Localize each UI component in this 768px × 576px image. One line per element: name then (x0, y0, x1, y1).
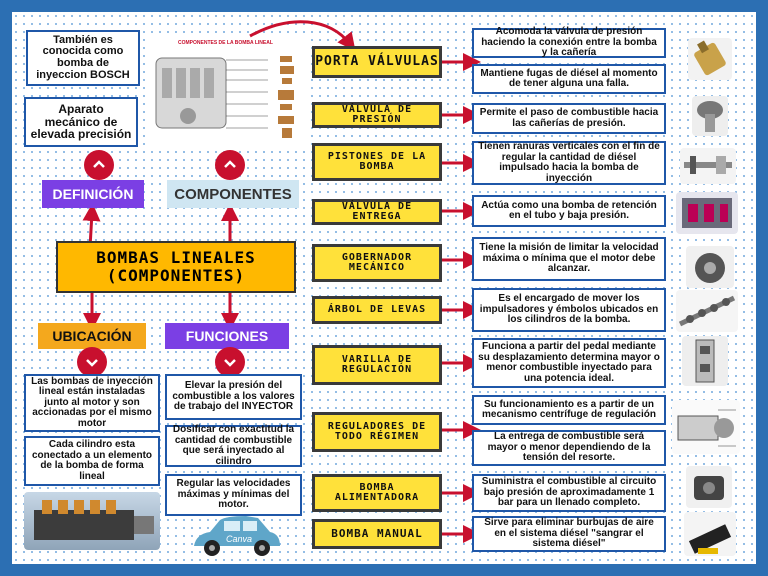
component-bomba-alimentadora[interactable]: BOMBA ALIMENTADORA (312, 474, 442, 512)
component-gobernador[interactable]: GOBERNADOR MECÁNICO (312, 244, 442, 282)
funciones-tag: FUNCIONES (165, 323, 289, 349)
funcion-box-1: Elevar la presión del combustible a los … (165, 374, 302, 420)
expand-up-icon[interactable] (215, 150, 245, 180)
aka-text: También es conocida como bomba de inyecc… (36, 33, 130, 81)
description-box: Permite el paso de combustible hacia las… (472, 103, 666, 134)
definicion-tag: DEFINICIÓN (42, 180, 144, 208)
description-box: Actúa como una bomba de retención en el … (472, 195, 666, 227)
aka-box: También es conocida como bomba de inyecc… (26, 30, 140, 86)
reguladores-photo (672, 400, 740, 454)
description-box: Acomoda la válvula de presión haciendo l… (472, 26, 666, 59)
description-text: Actúa como una bomba de retención en el … (481, 199, 657, 221)
car-watermark: Canva (226, 534, 253, 544)
description-text: Es el encargado de mover los impulsadore… (479, 293, 659, 326)
ubicacion-box-1: Las bombas de inyección lineal están ins… (24, 374, 160, 432)
description-text: Su funcionamiento es a partir de un meca… (482, 398, 656, 420)
description-box: La entrega de combustible será mayor o m… (472, 430, 666, 466)
component-valvula-entrega[interactable]: VÁLVULA DE ENTREGA (312, 199, 442, 225)
definition-box: Aparato mecánico de elevada precisión (24, 97, 138, 147)
bomba-alimentadora-photo (686, 466, 732, 508)
diagram-caption: COMPONENTES DE LA BOMBA LINEAL (178, 40, 273, 46)
definition-text: Aparato mecánico de elevada precisión (30, 102, 132, 142)
description-text: Suministra el combustible al circuito ba… (481, 476, 657, 509)
pump-drawing (155, 56, 294, 138)
funcion-text: Dosificar con exactitud la cantidad de c… (172, 424, 295, 467)
funcion-box-2: Dosificar con exactitud la cantidad de c… (165, 424, 302, 467)
description-box: Tienen ranuras verticales con el fin de … (472, 141, 666, 185)
gobernador-photo (686, 246, 734, 288)
description-box: Es el encargado de mover los impulsadore… (472, 288, 666, 332)
component-porta-valvulas[interactable]: PORTA VÁLVULAS (312, 46, 442, 78)
funcion-text: Elevar la presión del combustible a los … (172, 380, 295, 413)
component-reguladores[interactable]: REGULADORES DE TODO RÉGIMEN (312, 412, 442, 452)
ubicacion-text: Cada cilindro esta conectado a un elemen… (31, 439, 153, 482)
description-text: Tiene la misión de limitar la velocidad … (479, 242, 659, 275)
pump-diagram-image: COMPONENTES DE LA BOMBA LINEAL (148, 38, 308, 150)
bomba-manual-photo (684, 512, 736, 556)
valvula-entrega-photo (676, 192, 738, 234)
component-valvula-presion[interactable]: VÁLVULA DE PRESIÓN (312, 102, 442, 128)
description-text: Sirve para eliminar burbujas de aire en … (484, 517, 654, 550)
description-text: Tienen ranuras verticales con el fin de … (478, 141, 660, 184)
component-bomba-manual[interactable]: BOMBA MANUAL (312, 519, 442, 549)
valvula-presion-photo (692, 96, 728, 136)
description-box: Mantiene fugas de diésel al momento de t… (472, 64, 666, 94)
description-text: Mantiene fugas de diésel al momento de t… (480, 67, 658, 89)
car-image: Canva (186, 510, 286, 562)
description-box: Su funcionamiento es a partir de un meca… (472, 395, 666, 425)
description-box: Suministra el combustible al circuito ba… (472, 474, 666, 512)
varilla-regulacion-photo (682, 336, 728, 386)
description-text: Funciona a partir del pedal mediante su … (478, 341, 660, 384)
description-box: Funciona a partir del pedal mediante su … (472, 338, 666, 388)
component-pistones[interactable]: PISTONES DE LA BOMBA (312, 143, 442, 181)
ubicacion-text: Las bombas de inyección lineal están ins… (31, 375, 153, 429)
pistones-photo (680, 148, 736, 184)
ubicacion-box-2: Cada cilindro esta conectado a un elemen… (24, 436, 160, 486)
expand-down-icon[interactable] (215, 347, 245, 377)
description-box: Tiene la misión de limitar la velocidad … (472, 237, 666, 281)
description-text: Permite el paso de combustible hacia las… (479, 107, 659, 129)
funcion-text: Regular las velocidades máximas y mínima… (176, 478, 291, 511)
porta-valvulas-photo (688, 38, 732, 80)
description-box: Sirve para eliminar burbujas de aire en … (472, 516, 666, 552)
component-varilla-regulacion[interactable]: VARILLA DE REGULACIÓN (312, 345, 442, 385)
engine-image (24, 492, 160, 550)
expand-up-icon[interactable] (84, 150, 114, 180)
main-title: BOMBAS LINEALES (COMPONENTES) (56, 241, 296, 293)
funcion-box-3: Regular las velocidades máximas y mínima… (165, 474, 302, 516)
component-arbol-levas[interactable]: ÁRBOL DE LEVAS (312, 296, 442, 324)
description-text: Acomoda la válvula de presión haciendo l… (481, 26, 657, 59)
ubicacion-tag: UBICACIÓN (38, 323, 146, 349)
expand-down-icon[interactable] (77, 347, 107, 377)
arbol-levas-photo (676, 290, 738, 332)
componentes-tag: COMPONENTES (167, 180, 299, 208)
description-text: La entrega de combustible será mayor o m… (487, 431, 651, 464)
